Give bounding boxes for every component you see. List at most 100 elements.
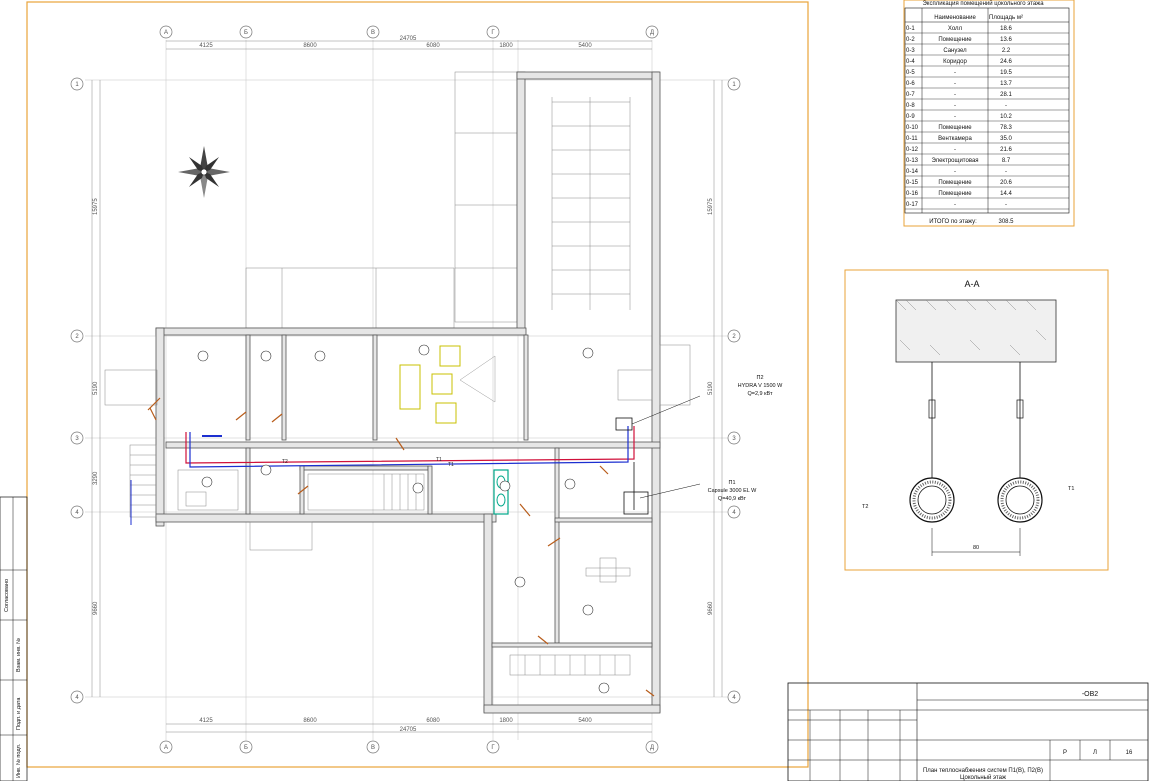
explication-num: 0-9 [906, 114, 915, 120]
explication-area: - [1005, 202, 1007, 208]
explication-name: - [954, 169, 956, 175]
plan-title: План теплоснабжения систем П1(В), П2(В) [923, 768, 1043, 774]
svg-text:В: В [371, 30, 375, 36]
svg-text:5400: 5400 [578, 718, 592, 724]
axis-markers: А Б В Г Д А Б В Г Д 1 2 3 4 4 1 2 3 [70, 25, 741, 754]
t1-label: Т1 [436, 457, 442, 463]
explication-area: 2.2 [1002, 48, 1011, 54]
svg-text:6080: 6080 [426, 43, 440, 49]
explication-area: 24.6 [1000, 59, 1012, 65]
svg-text:Г: Г [491, 30, 495, 36]
svg-text:1: 1 [732, 82, 736, 88]
sheet-cell: Л [1093, 750, 1097, 756]
dimension-labels: 4125 8600 24705 6080 1800 5400 4125 8600… [93, 36, 714, 733]
t1-label-2: Т1 [448, 462, 454, 468]
svg-text:9660: 9660 [93, 601, 99, 615]
upper-plan-outline [245, 71, 518, 329]
explication-name: Венткамера [938, 136, 972, 142]
explication-area: 28.1 [1000, 92, 1012, 98]
page-cell: 16 [1126, 750, 1133, 756]
explication-num: 0-1 [906, 26, 915, 32]
svg-text:1: 1 [75, 82, 79, 88]
explication-area: 78.3 [1000, 125, 1012, 131]
explication-name: Электрощитовая [931, 158, 978, 164]
section-a-a: А-А 80 Т2 Т1 [844, 269, 1109, 571]
title-block: -ОВ2 Р Л 16 План теплоснабжения систем П… [787, 682, 1149, 781]
explication-area: 13.7 [1000, 81, 1012, 87]
explication-num: 0-11 [906, 136, 918, 142]
explication-num: 0-3 [906, 48, 915, 54]
stairs [129, 444, 631, 676]
explication-name: Помещение [938, 180, 972, 186]
explication-area: 8.7 [1002, 158, 1011, 164]
explication-name: Коридор [943, 59, 967, 65]
svg-text:4125: 4125 [199, 43, 213, 49]
explication-num: 0-14 [906, 169, 919, 175]
svg-text:Г: Г [491, 745, 495, 751]
explication-area: 13.6 [1000, 37, 1012, 43]
total-value: 308.5 [998, 219, 1014, 225]
svg-text:5400: 5400 [578, 43, 592, 49]
svg-text:3290: 3290 [93, 471, 99, 485]
t2-label: Т2 [282, 459, 288, 465]
pipe-labels: Т1 Т1 Т2 [282, 395, 701, 499]
stage-cell: Р [1063, 750, 1067, 756]
explication-name: Помещение [938, 37, 972, 43]
explication-area: 20.6 [1000, 180, 1012, 186]
drawing-code: -ОВ2 [1082, 691, 1098, 698]
svg-text:2: 2 [75, 334, 79, 340]
explication-num: 0-2 [906, 37, 915, 43]
parking-bays [551, 97, 631, 310]
section-title: А-А [964, 279, 979, 289]
explication-area: - [1005, 103, 1007, 109]
explication-area: - [1005, 169, 1007, 175]
exterior-outlines [104, 344, 691, 551]
svg-text:В: В [371, 745, 375, 751]
svg-text:4: 4 [75, 695, 79, 701]
svg-text:4: 4 [732, 695, 736, 701]
p2-power: Q=2,9 кВт [747, 391, 773, 397]
p2-tag: П2 [756, 375, 763, 381]
explication-table: Экспликация помещений цокольного этажа Н… [903, 0, 1075, 227]
svg-text:Б: Б [244, 30, 248, 36]
explication-name: - [954, 70, 956, 76]
svg-text:Б: Б [244, 745, 248, 751]
svg-text:4: 4 [732, 510, 736, 516]
svg-text:9660: 9660 [708, 601, 714, 615]
explication-num: 0-17 [906, 202, 919, 208]
room-markers [197, 344, 610, 694]
side-stamp-strip: Согласовано Взам. инв. № Подп. и дата Ин… [0, 496, 28, 781]
svg-text:3: 3 [75, 436, 79, 442]
p1-unit [623, 491, 649, 515]
section-t1: Т1 [1068, 486, 1074, 492]
stamp-sign-date: Подп. и дата [16, 697, 22, 730]
explication-name: Помещение [938, 125, 972, 131]
explication-name: - [954, 81, 956, 87]
explication-area: 18.6 [1000, 26, 1012, 32]
explication-area: 35.0 [1000, 136, 1012, 142]
explication-num: 0-8 [906, 103, 915, 109]
svg-text:4125: 4125 [199, 718, 213, 724]
svg-text:24705: 24705 [400, 727, 417, 733]
explication-area: 21.6 [1000, 147, 1012, 153]
explication-num: 0-7 [906, 92, 915, 98]
explication-name: Холл [948, 26, 963, 32]
svg-text:4: 4 [75, 510, 79, 516]
svg-text:5190: 5190 [708, 381, 714, 395]
explication-area: 14.4 [1000, 191, 1012, 197]
svg-text:6080: 6080 [426, 718, 440, 724]
explication-num: 0-6 [906, 81, 915, 87]
svg-text:Д: Д [650, 745, 654, 751]
svg-text:3: 3 [732, 436, 736, 442]
explication-num: 0-10 [906, 125, 919, 131]
explication-num: 0-15 [906, 180, 919, 186]
explication-name: - [954, 103, 956, 109]
section-t2: Т2 [862, 504, 868, 510]
svg-text:15975: 15975 [708, 198, 714, 215]
door-swings [147, 397, 655, 697]
axis-grid [85, 40, 740, 740]
explication-name: Санузел [943, 48, 967, 54]
p1-model: Capsule 3000 EL W [708, 488, 758, 494]
svg-text:8600: 8600 [303, 718, 317, 724]
